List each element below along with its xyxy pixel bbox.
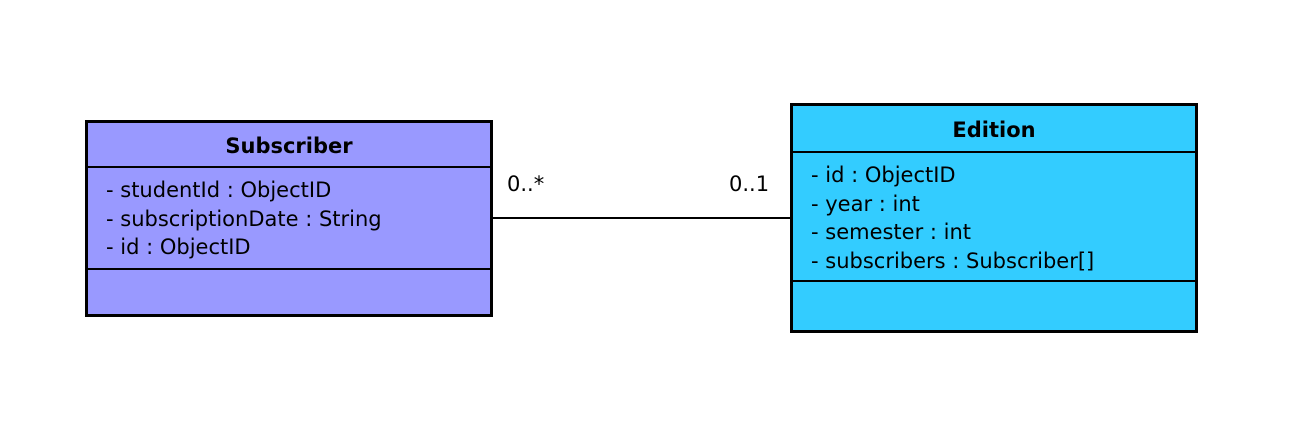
- subscriber-class-name: Subscriber: [88, 123, 490, 168]
- association-line: [493, 217, 790, 219]
- subscriber-multiplicity: 0..*: [507, 172, 545, 196]
- edition-multiplicity: 0..1: [729, 172, 770, 196]
- edition-attribute: - year : int: [811, 191, 920, 216]
- subscriber-class[interactable]: Subscriber - studentId : ObjectID - subs…: [85, 120, 493, 317]
- edition-attribute: - semester : int: [811, 220, 972, 244]
- subscriber-attribute: - id : ObjectID: [106, 235, 251, 259]
- edition-attribute: - subscribers : Subscriber[]: [811, 248, 1095, 273]
- edition-class[interactable]: Edition - id : ObjectID - year : int - s…: [790, 103, 1198, 333]
- subscriber-attributes: - studentId : ObjectID - subscriptionDat…: [88, 168, 490, 270]
- edition-class-name: Edition: [793, 106, 1195, 153]
- subscriber-attribute: - subscriptionDate : String: [106, 206, 382, 231]
- subscriber-attribute: - studentId : ObjectID: [106, 178, 332, 202]
- edition-attributes: - id : ObjectID - year : int - semester …: [793, 153, 1195, 282]
- edition-attribute: - id : ObjectID: [811, 163, 956, 187]
